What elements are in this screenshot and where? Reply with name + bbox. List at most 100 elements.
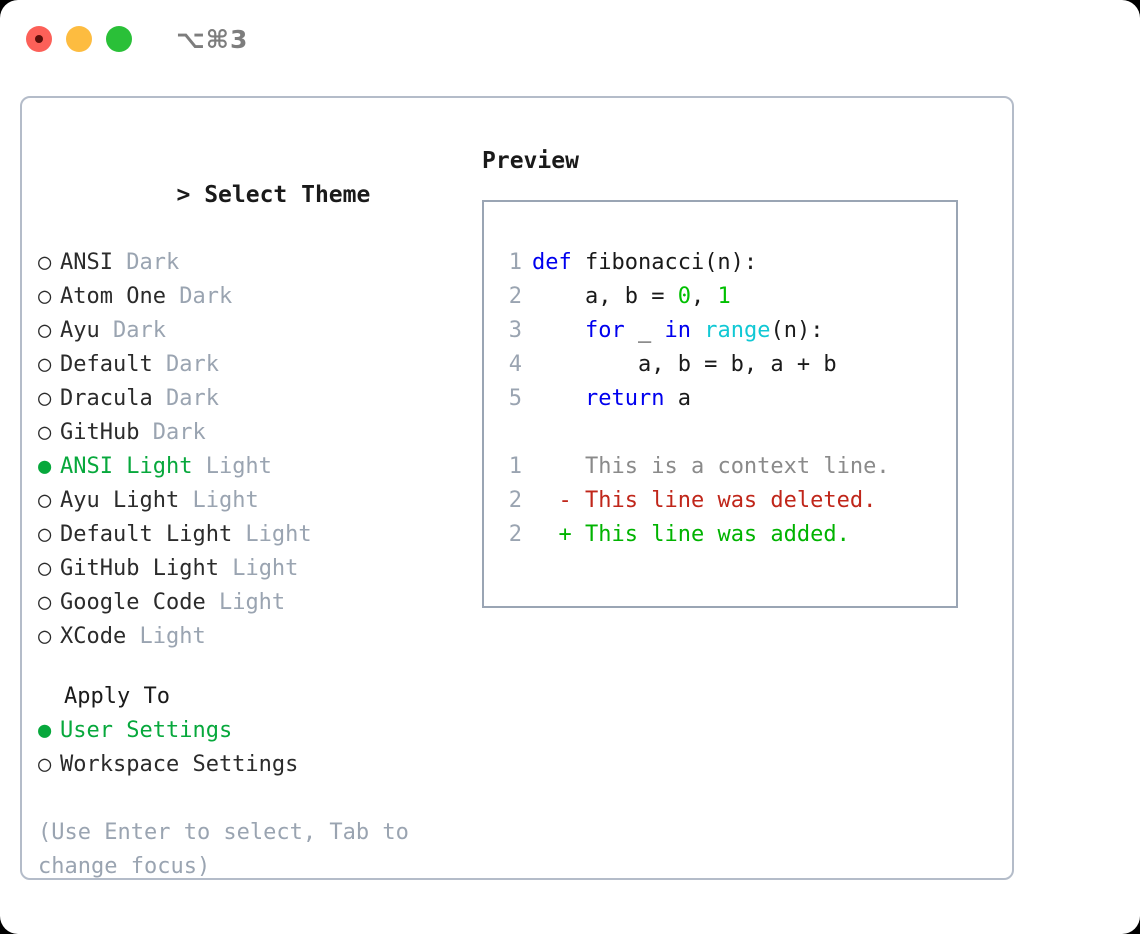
select-theme-heading: > Select Theme	[38, 144, 478, 246]
diff-line: 2 + This line was added.	[498, 518, 956, 552]
theme-option-name: GitHub	[60, 420, 140, 445]
select-theme-label: Select Theme	[204, 182, 371, 208]
theme-option[interactable]: ○Atom One Dark	[38, 280, 478, 314]
code-token: 0	[677, 284, 691, 309]
theme-option-name: XCode	[60, 624, 127, 649]
code-token: (n):	[770, 318, 824, 343]
code-token: a	[664, 386, 691, 411]
line-number: 2	[508, 284, 522, 309]
radio-unselected-icon: ○	[38, 386, 52, 411]
preview-spacer	[498, 416, 956, 450]
diff-line: 2 - This line was deleted.	[498, 484, 956, 518]
code-token: fibonacci(n):	[584, 250, 758, 275]
theme-option-name: Ayu	[60, 318, 100, 343]
theme-option-kind: Light	[232, 522, 312, 547]
preview-heading: Preview	[482, 148, 579, 174]
code-token: 1	[717, 284, 731, 309]
radio-unselected-icon: ○	[38, 352, 52, 377]
theme-selector-column: > Select Theme ○ANSI Dark○Atom One Dark○…	[38, 144, 478, 884]
keyboard-hint: (Use Enter to select, Tab to change focu…	[38, 820, 409, 879]
theme-option-name: GitHub Light	[60, 556, 219, 581]
line-number: 5	[508, 386, 522, 411]
theme-option[interactable]: ○Dracula Dark	[38, 382, 478, 416]
theme-option-name: ANSI	[60, 250, 113, 275]
code-line: 4 a, b = b, a + b	[498, 348, 956, 382]
maximize-button[interactable]	[106, 26, 132, 52]
diff-line-number: 2	[508, 522, 522, 547]
radio-selected-icon: ●	[38, 718, 52, 743]
theme-option[interactable]: ○Ayu Dark	[38, 314, 478, 348]
code-token: a, b = b, a + b	[532, 352, 837, 377]
diff-marker	[532, 454, 572, 479]
theme-option-name: Default Light	[60, 522, 233, 547]
apply-to-list: ● User Settings ○Workspace Settings	[38, 714, 478, 782]
radio-unselected-icon: ○	[38, 522, 52, 547]
radio-unselected-icon: ○	[38, 752, 52, 777]
diff-text: This line was added.	[571, 522, 850, 547]
code-token: def	[532, 250, 585, 275]
theme-option-name: Atom One	[60, 284, 166, 309]
theme-option-kind: Light	[218, 556, 299, 581]
theme-option-kind: Light	[192, 454, 272, 479]
theme-option-name: Google Code	[60, 590, 206, 615]
line-number: 1	[508, 250, 522, 275]
apply-to-option[interactable]: ○Workspace Settings	[38, 748, 478, 782]
close-button[interactable]	[26, 26, 52, 52]
main-panel: > Select Theme ○ANSI Dark○Atom One Dark○…	[20, 96, 1014, 880]
diff-text: This line was deleted.	[571, 488, 877, 513]
diff-line: 1 This is a context line.	[498, 450, 956, 484]
line-number: 4	[508, 352, 522, 377]
theme-option-kind: Light	[205, 590, 286, 615]
apply-to-option-label: User Settings	[60, 718, 233, 743]
theme-list: ○ANSI Dark○Atom One Dark○Ayu Dark○Defaul…	[38, 246, 478, 654]
theme-option[interactable]: ○ANSI Dark	[38, 246, 478, 280]
diff-sample: 1 This is a context line.2 - This line w…	[498, 450, 956, 552]
theme-option-kind: Light	[179, 488, 259, 513]
minimize-button[interactable]	[66, 26, 92, 52]
code-line: 3 for _ in range(n):	[498, 314, 956, 348]
theme-option[interactable]: ○ GitHub Dark	[38, 416, 478, 450]
theme-option[interactable]: ○XCode Light	[38, 620, 478, 654]
diff-line-number: 1	[508, 454, 522, 479]
theme-option-kind: Dark	[165, 284, 233, 309]
keyboard-shortcut-label: ⌥⌘3	[176, 24, 249, 54]
theme-option-kind: Dark	[152, 386, 219, 411]
theme-option[interactable]: ○ Default Light Light	[38, 518, 478, 552]
theme-option[interactable]: ○ Ayu Light Light	[38, 484, 478, 518]
theme-option-name: Ayu Light	[60, 488, 180, 513]
theme-option[interactable]: ● ANSI Light Light	[38, 450, 478, 484]
theme-option[interactable]: ○GitHub Light Light	[38, 552, 478, 586]
radio-unselected-icon: ○	[38, 488, 52, 513]
traffic-lights	[26, 26, 132, 52]
theme-option-kind: Dark	[152, 352, 219, 377]
radio-unselected-icon: ○	[38, 420, 52, 445]
radio-unselected-icon: ○	[38, 624, 52, 649]
apply-to-option[interactable]: ● User Settings	[38, 714, 478, 748]
prompt-caret: >	[176, 182, 205, 208]
code-token: range	[704, 318, 771, 343]
radio-selected-icon: ●	[38, 454, 52, 479]
code-token: in	[664, 318, 691, 343]
code-line: 1 def fibonacci(n):	[498, 246, 956, 280]
line-number: 3	[508, 318, 522, 343]
code-token	[532, 318, 585, 343]
title-bar: ⌥⌘3	[0, 0, 1140, 78]
diff-marker: +	[532, 522, 572, 547]
theme-option-name: ANSI Light	[60, 454, 193, 479]
theme-option[interactable]: ○Google Code Light	[38, 586, 478, 620]
theme-option-kind: Dark	[99, 318, 166, 343]
code-token: a, b =	[532, 284, 678, 309]
code-token: return	[584, 386, 665, 411]
apply-to-heading: Apply To	[64, 684, 170, 709]
theme-option[interactable]: ○Default Dark	[38, 348, 478, 382]
theme-option-kind: Dark	[139, 420, 206, 445]
code-token	[532, 386, 585, 411]
code-token: for	[584, 318, 625, 343]
code-line: 2 a, b = 0, 1	[498, 280, 956, 314]
radio-unselected-icon: ○	[38, 250, 52, 275]
code-token	[691, 318, 704, 343]
